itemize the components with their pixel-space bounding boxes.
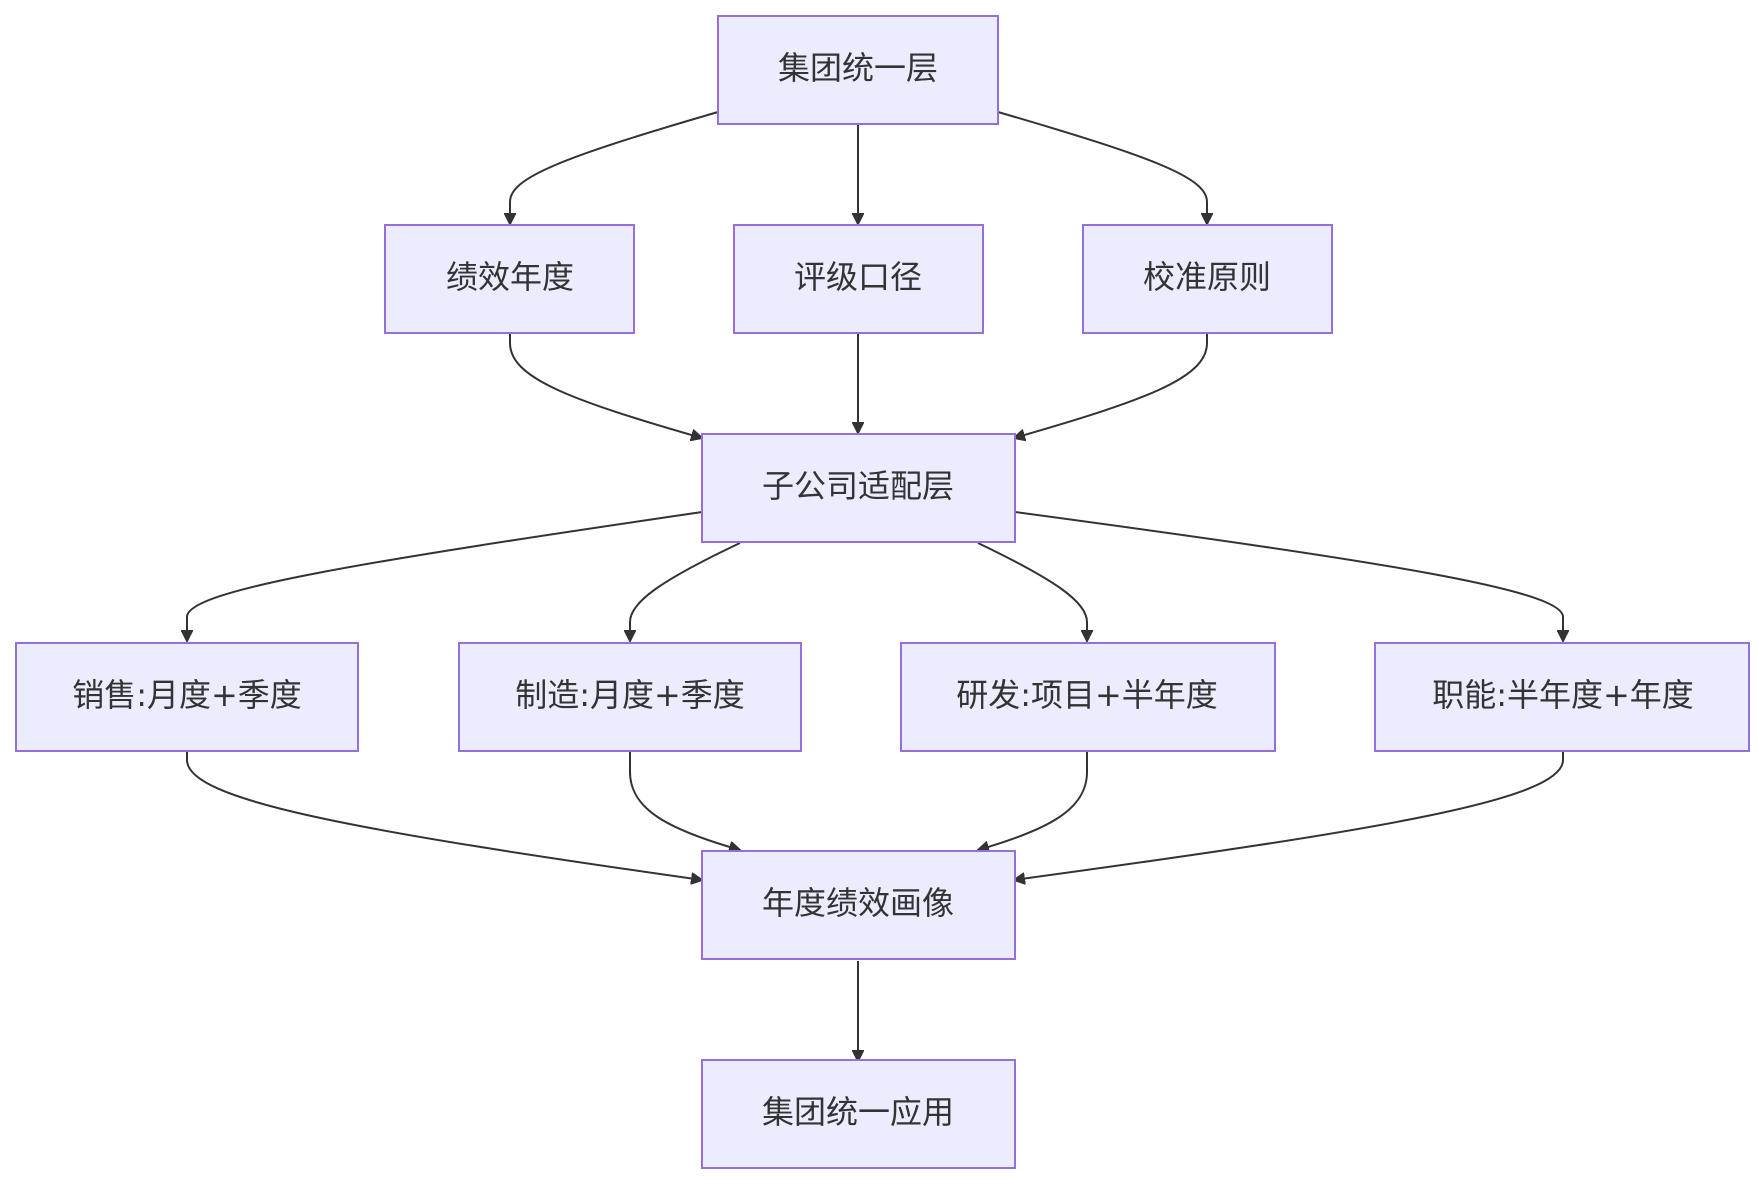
edge-group-to-calibration — [997, 111, 1207, 224]
edge-sales-to-annual-profile — [186, 751, 702, 880]
edge-subsidiary-to-sales — [187, 511, 703, 641]
node-rating-scope: 评级口径 — [733, 224, 984, 334]
edges — [186, 111, 1564, 1061]
node-calibration: 校准原则 — [1082, 224, 1333, 334]
node-label: 职能:半年度+年度 — [1432, 676, 1694, 714]
node-label: 集团统一应用 — [762, 1093, 954, 1131]
node-label: 集团统一层 — [778, 49, 938, 87]
edge-perf-year-to-subsidiary — [509, 333, 702, 438]
edge-rnd-to-annual-profile — [978, 751, 1088, 850]
node-perf-year: 绩效年度 — [384, 224, 635, 334]
node-label: 评级口径 — [794, 258, 922, 296]
node-label: 研发:项目+半年度 — [956, 676, 1218, 714]
edge-functional-to-annual-profile — [1014, 751, 1564, 880]
node-functional: 职能:半年度+年度 — [1374, 642, 1750, 752]
edge-subsidiary-to-manufacturing — [630, 542, 741, 641]
edge-subsidiary-to-rnd — [977, 542, 1087, 641]
edge-calibration-to-subsidiary — [1014, 333, 1208, 438]
node-sales: 销售:月度+季度 — [15, 642, 359, 752]
node-group-application: 集团统一应用 — [701, 1059, 1016, 1169]
edge-group-to-perf-year — [510, 111, 719, 224]
node-annual-profile: 年度绩效画像 — [701, 850, 1016, 960]
node-label: 制造:月度+季度 — [515, 676, 745, 714]
node-manufacturing: 制造:月度+季度 — [458, 642, 802, 752]
node-subsidiary: 子公司适配层 — [701, 433, 1016, 543]
node-group-unified: 集团统一层 — [717, 15, 999, 125]
node-label: 校准原则 — [1143, 258, 1271, 296]
node-label: 年度绩效画像 — [762, 884, 954, 922]
node-label: 子公司适配层 — [762, 467, 954, 505]
edge-subsidiary-to-functional — [1014, 511, 1563, 641]
edge-manufacturing-to-annual-profile — [629, 751, 740, 850]
node-rnd: 研发:项目+半年度 — [900, 642, 1276, 752]
node-label: 绩效年度 — [446, 258, 574, 296]
node-label: 销售:月度+季度 — [72, 676, 302, 714]
